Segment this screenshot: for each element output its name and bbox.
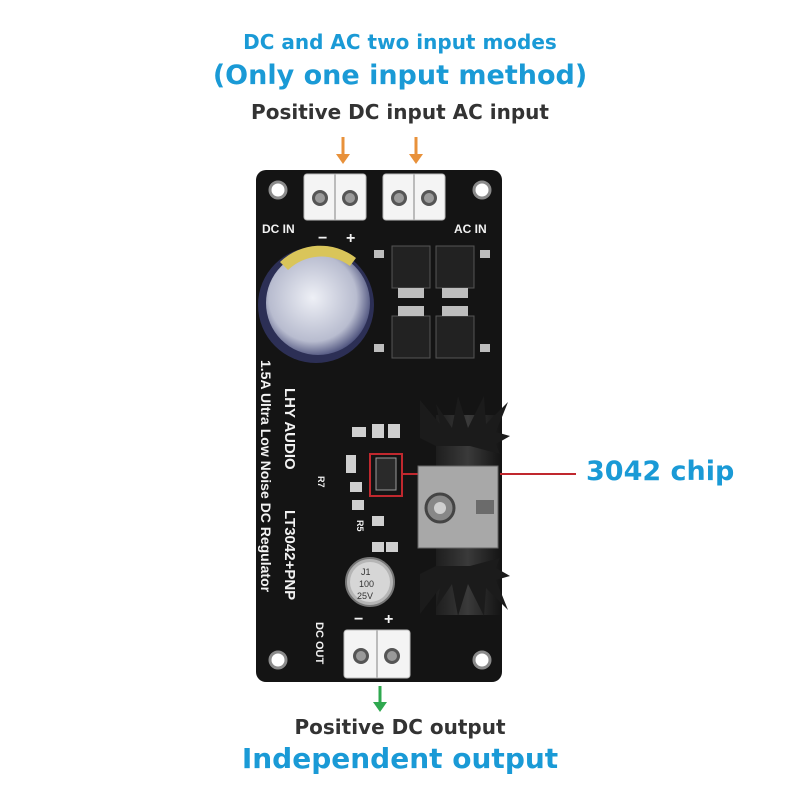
smd-components — [346, 424, 400, 552]
dc-input-arrow — [336, 137, 350, 164]
ac-in-label: AC IN — [454, 222, 487, 236]
dc-output-arrow — [373, 686, 387, 712]
dc-out-minus: − — [354, 611, 363, 628]
ac-input-arrow — [409, 137, 423, 164]
rectifier-diodes — [374, 245, 490, 359]
capacitor-value-label: 100 — [359, 579, 374, 589]
mounting-holes — [268, 180, 492, 670]
dc-out-label: DC OUT — [313, 622, 325, 664]
dc-in-plus: + — [346, 230, 355, 247]
model-label: LT3042+PNP — [281, 510, 298, 600]
output-caption: Positive DC output — [294, 715, 506, 739]
electrolytic-capacitor — [258, 245, 374, 363]
lt3042-chip — [375, 457, 397, 491]
dc-input-terminal — [303, 173, 367, 221]
input-modes-title: DC and AC two input modes — [243, 30, 557, 54]
only-one-input-note: (Only one input method) — [212, 60, 588, 91]
dc-output-terminal — [343, 629, 411, 679]
chip-callout-label: 3042 chip — [586, 456, 735, 487]
inputs-caption: Positive DC input AC input — [251, 100, 549, 124]
dc-out-plus: + — [384, 611, 393, 628]
heatsink — [417, 396, 510, 616]
description-label: 1.5A Ultra Low Noise DC Regulator — [258, 360, 274, 593]
independent-output-note: Independent output — [241, 742, 559, 775]
output-capacitor — [345, 557, 395, 607]
capacitor-ref-label: J1 — [361, 567, 371, 577]
dc-in-minus: − — [318, 230, 327, 247]
dc-in-label: DC IN — [262, 222, 295, 236]
brand-label: LHY AUDIO — [281, 388, 298, 470]
r7-label: R7 — [316, 476, 326, 488]
r5-label: R5 — [355, 520, 365, 532]
capacitor-voltage-label: 25V — [357, 591, 373, 601]
ac-input-terminal — [382, 173, 446, 221]
